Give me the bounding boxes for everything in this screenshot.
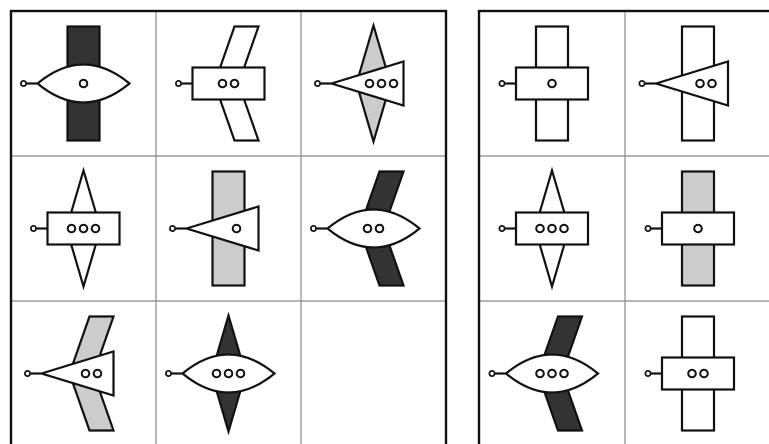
antenna-tip xyxy=(315,81,320,86)
window-dot xyxy=(233,225,241,233)
window-dot xyxy=(548,80,556,88)
window-dot xyxy=(536,225,544,233)
window-dot xyxy=(548,370,556,378)
option-cell-r2c2[interactable] xyxy=(625,156,769,301)
window-dot xyxy=(366,80,374,88)
matrix-grid xyxy=(11,11,446,444)
window-dot xyxy=(231,80,239,88)
window-dot xyxy=(700,370,708,378)
window-dot xyxy=(694,225,702,233)
window-dot xyxy=(560,370,568,378)
option-cell-r1c2[interactable] xyxy=(625,11,769,156)
window-dot xyxy=(708,80,716,88)
window-dot xyxy=(213,370,221,378)
matrix-cell-r2c1 xyxy=(11,156,156,301)
window-dot xyxy=(237,370,245,378)
antenna-tip xyxy=(499,226,504,231)
window-dot xyxy=(80,80,88,88)
window-dot xyxy=(68,225,76,233)
window-dot xyxy=(378,80,386,88)
antenna-tip xyxy=(176,81,181,86)
antenna-tip xyxy=(166,371,171,376)
window-dot xyxy=(219,80,227,88)
antenna-tip xyxy=(311,226,316,231)
antenna-tip xyxy=(170,226,175,231)
window-dot xyxy=(94,370,102,378)
window-dot xyxy=(364,225,372,233)
window-dot xyxy=(376,225,384,233)
matrix-cell-r2c2 xyxy=(156,156,301,301)
window-dot xyxy=(390,80,398,88)
antenna-tip xyxy=(499,81,504,86)
matrix-cell-r3c1 xyxy=(11,301,156,444)
antenna-tip xyxy=(31,226,36,231)
window-dot xyxy=(536,370,544,378)
window-dot xyxy=(80,225,88,233)
answer-options-grid xyxy=(479,11,769,444)
matrix-cell-r2c3 xyxy=(301,156,446,301)
matrix-cell-r3c3 xyxy=(301,301,446,444)
antenna-tip xyxy=(25,371,30,376)
window-dot xyxy=(225,370,233,378)
missing-cell xyxy=(301,301,446,444)
matrix-cell-r1c3 xyxy=(301,11,446,156)
option-cell-r1c1[interactable] xyxy=(479,11,625,156)
body-rectangle xyxy=(193,68,265,100)
window-dot xyxy=(92,225,100,233)
window-dot xyxy=(548,225,556,233)
antenna-tip xyxy=(21,81,26,86)
antenna-tip xyxy=(645,371,650,376)
antenna-tip xyxy=(489,371,494,376)
matrix-cell-r1c1 xyxy=(11,11,156,156)
window-dot xyxy=(688,370,696,378)
option-cell-r3c2[interactable] xyxy=(625,301,769,444)
option-cell-r3c1[interactable] xyxy=(479,301,625,444)
matrix-cell-r1c2 xyxy=(156,11,301,156)
matrix-cell-r3c2 xyxy=(156,301,301,444)
window-dot xyxy=(696,80,704,88)
window-dot xyxy=(560,225,568,233)
body-rectangle xyxy=(662,358,734,390)
window-dot xyxy=(82,370,90,378)
option-cell-r2c1[interactable] xyxy=(479,156,625,301)
antenna-tip xyxy=(645,226,650,231)
antenna-tip xyxy=(639,81,644,86)
